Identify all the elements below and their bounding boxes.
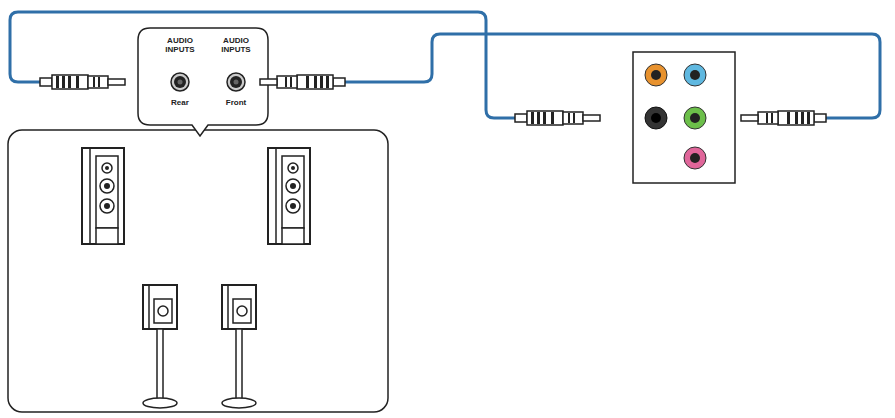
- rear-jack: [171, 73, 189, 91]
- green-jack: [684, 107, 706, 129]
- audio-port-panel: [633, 52, 735, 183]
- port-label: Front: [216, 98, 256, 107]
- tower-speaker: [82, 148, 124, 244]
- port-label: AUDIO INPUTS: [214, 36, 258, 54]
- audio-cable: [10, 12, 515, 118]
- audio-plug: [260, 75, 345, 89]
- blue-jack: [684, 64, 706, 86]
- satellite-speaker: [222, 285, 256, 408]
- tower-speaker: [268, 148, 310, 244]
- callout-box: AUDIO INPUTS Rear AUDIO INPUTS Front: [138, 28, 268, 125]
- audio-cable: [345, 34, 880, 118]
- port-label: Rear: [160, 98, 200, 107]
- audio-plug: [515, 111, 600, 125]
- audio-plug: [40, 75, 125, 89]
- speaker-frame: [8, 130, 388, 412]
- black-jack: [645, 107, 667, 129]
- orange-jack: [645, 64, 667, 86]
- audio-plug: [741, 111, 826, 125]
- port-label: AUDIO INPUTS: [158, 36, 202, 54]
- pink-jack: [684, 147, 706, 169]
- callout-panel: [138, 28, 268, 136]
- front-jack: [227, 73, 245, 91]
- satellite-speaker: [143, 285, 177, 408]
